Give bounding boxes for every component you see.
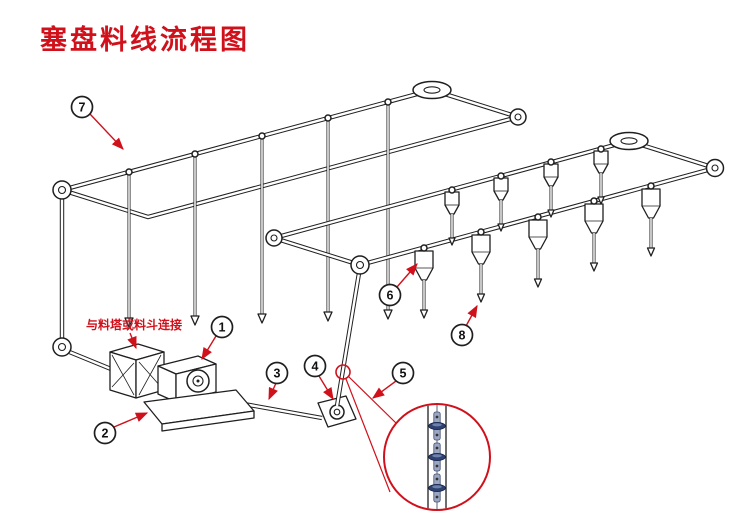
drop-pipe-outlet — [323, 311, 333, 322]
callout-circle — [303, 354, 327, 378]
return-line-left — [59, 196, 112, 372]
feed-hopper — [641, 188, 661, 257]
junction-fitting — [597, 145, 605, 153]
junction-fittings — [125, 98, 655, 252]
callout-7: 7 — [70, 95, 124, 150]
callout-leader — [318, 375, 334, 401]
callout-number: 5 — [400, 367, 407, 381]
callout-leader — [396, 263, 418, 288]
junction-fitting — [534, 213, 542, 221]
feed-hopper — [493, 177, 509, 232]
detail-view — [335, 364, 491, 511]
callouts: 1 2 3 4 5 — [70, 95, 478, 445]
junction-fitting — [384, 98, 392, 106]
feed-hoppers-back-row — [444, 150, 609, 246]
feed-hopper — [444, 191, 460, 246]
feed-hoppers-front-row — [414, 188, 661, 319]
junction-fitting — [448, 186, 456, 194]
callout-number: 4 — [312, 360, 319, 374]
feed-hopper — [528, 219, 548, 288]
drop-pipe-outlet — [257, 313, 267, 324]
plug-disc — [428, 411, 446, 441]
callout-4: 4 — [303, 354, 334, 401]
callout-number: 7 — [79, 101, 86, 115]
connect-label: 与料塔或料斗连接 — [86, 317, 182, 332]
connect-annotation: 与料塔或料斗连接 — [86, 317, 182, 350]
drive-unit — [109, 343, 255, 432]
callout-leader — [465, 304, 478, 327]
callout-2: 2 — [93, 412, 149, 445]
zoom-origin-marker — [335, 364, 351, 380]
drop-pipe-outlet — [190, 315, 200, 326]
callout-1: 1 — [201, 315, 234, 361]
callout-leader — [268, 382, 278, 401]
callout-circle — [265, 361, 289, 385]
connect-arrow — [127, 332, 137, 350]
callout-circle — [450, 323, 474, 347]
callout-5: 5 — [372, 361, 415, 399]
callout-circle — [93, 421, 117, 445]
feed-hopper — [471, 234, 491, 303]
callout-circle — [70, 95, 94, 119]
corner-wheel-unit — [317, 395, 357, 428]
callout-number: 8 — [459, 329, 466, 343]
callout-circle — [210, 315, 234, 339]
feed-hopper — [414, 250, 434, 319]
plug-disc — [428, 473, 446, 503]
callout-8: 8 — [450, 304, 478, 347]
feed-hopper — [584, 203, 604, 272]
junction-fitting — [324, 114, 332, 122]
callout-circle — [391, 361, 415, 385]
drop-pipe-outlet — [383, 309, 393, 320]
junction-fitting — [547, 158, 555, 166]
callout-number: 2 — [102, 427, 109, 441]
callout-number: 6 — [387, 289, 394, 303]
callout-leader — [372, 380, 397, 399]
page-title: 塞盘料线流程图 — [40, 25, 250, 55]
junction-fitting — [125, 168, 133, 176]
junction-fitting — [258, 132, 266, 140]
junction-fitting — [497, 172, 505, 180]
junction-fitting — [191, 150, 199, 158]
feed-hopper — [543, 163, 559, 218]
callout-number: 3 — [274, 367, 281, 381]
callout-number: 1 — [219, 321, 226, 335]
junction-fitting — [590, 197, 598, 205]
plug-disc-chain — [427, 405, 447, 509]
junction-fitting — [477, 228, 485, 236]
plug-disc — [428, 442, 446, 472]
drop-pipe-outlet — [124, 317, 134, 328]
callout-circle — [378, 283, 402, 307]
base-plate-edge — [161, 410, 255, 432]
zoom-cone-line — [345, 378, 391, 493]
corner-wheels — [52, 80, 725, 357]
feed-hopper — [593, 150, 609, 205]
zoom-cone-line — [347, 375, 399, 426]
callout-leader — [89, 113, 124, 150]
junction-fitting — [420, 244, 428, 252]
callout-leader — [201, 335, 217, 361]
callout-6: 6 — [378, 263, 418, 307]
junction-fitting — [647, 182, 655, 190]
callout-leader — [113, 412, 149, 428]
callout-3: 3 — [265, 361, 289, 401]
